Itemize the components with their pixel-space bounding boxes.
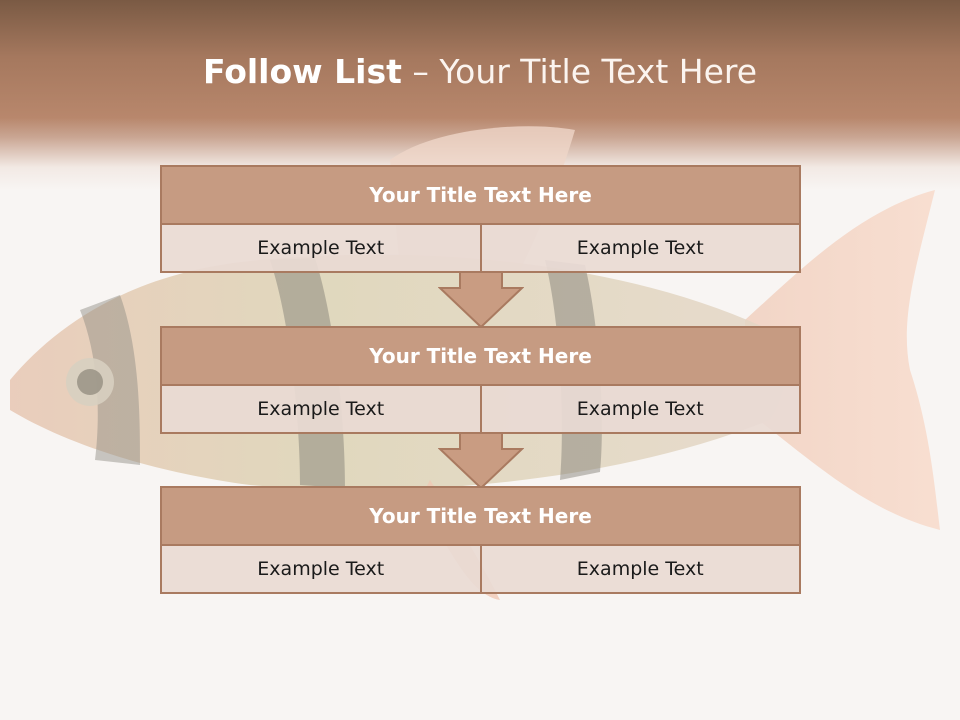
list-block-2: Your Title Text Here Example Text Exampl… bbox=[160, 326, 801, 434]
block-row: Example Text Example Text bbox=[162, 386, 799, 432]
block-cell-left: Example Text bbox=[257, 558, 385, 580]
block-cell-left: Example Text bbox=[257, 398, 385, 420]
block-title: Your Title Text Here bbox=[162, 328, 799, 386]
slide-title: Follow List – Your Title Text Here bbox=[0, 52, 960, 91]
block-title: Your Title Text Here bbox=[162, 488, 799, 546]
down-arrow-icon bbox=[438, 271, 524, 329]
list-block-1: Your Title Text Here Example Text Exampl… bbox=[160, 165, 801, 273]
block-cell-right: Example Text bbox=[479, 225, 800, 271]
list-block-3: Your Title Text Here Example Text Exampl… bbox=[160, 486, 801, 594]
slide-title-rest: – Your Title Text Here bbox=[401, 52, 758, 91]
down-arrow-icon bbox=[438, 432, 524, 490]
block-cell-right: Example Text bbox=[479, 386, 800, 432]
block-cell-right: Example Text bbox=[479, 546, 800, 592]
block-cell-left: Example Text bbox=[257, 237, 385, 259]
block-row: Example Text Example Text bbox=[162, 225, 799, 271]
block-title: Your Title Text Here bbox=[162, 167, 799, 225]
slide-title-bold: Follow List bbox=[202, 52, 402, 91]
block-row: Example Text Example Text bbox=[162, 546, 799, 592]
